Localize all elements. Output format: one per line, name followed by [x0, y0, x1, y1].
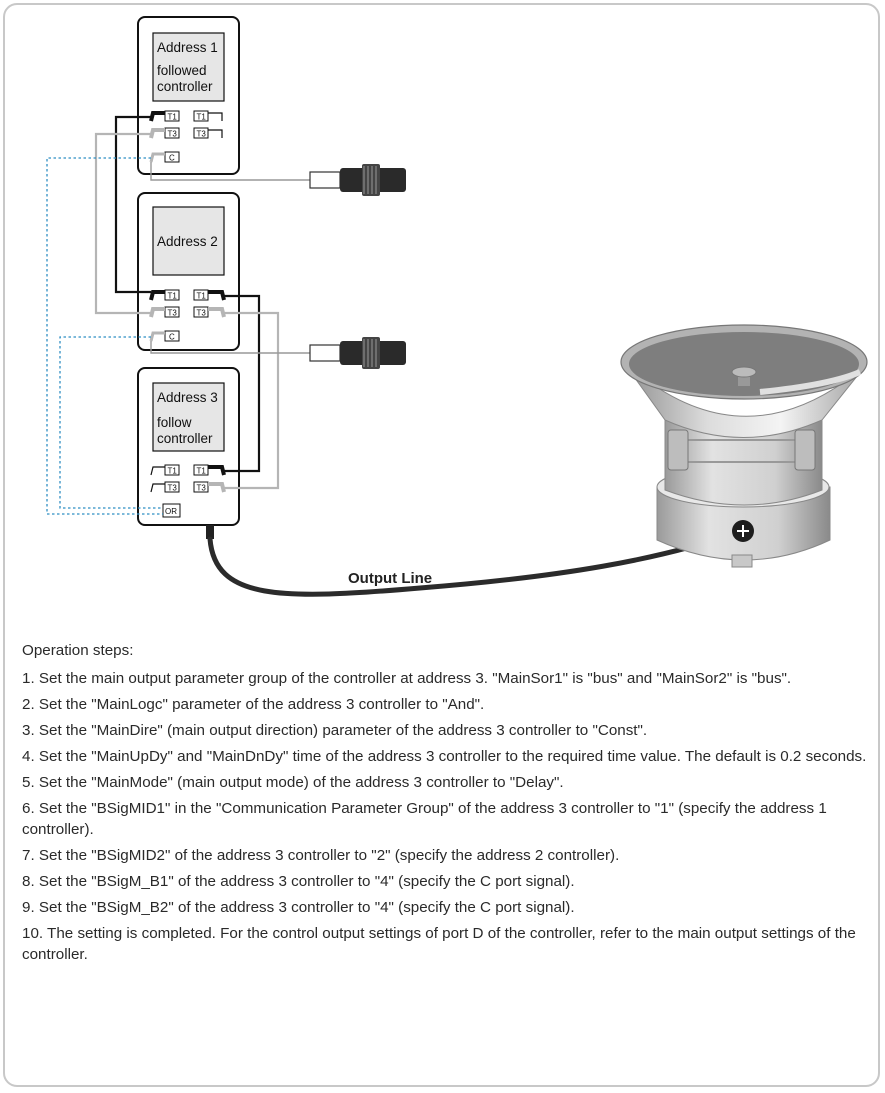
step-10: 10. The setting is completed. For the co… [22, 925, 856, 963]
step-1: 1. Set the main output parameter group o… [22, 670, 792, 687]
controller-1-port-t3-left: T3 [168, 130, 178, 139]
operation-steps-heading: Operation steps: [22, 642, 134, 659]
controller-3-port-t3-left: T3 [168, 484, 178, 493]
controller-3-line-3: controller [157, 431, 213, 446]
step-4: 4. Set the "MainUpDy" and "MainDnDy" tim… [22, 748, 867, 765]
controller-2-port-t1-left: T1 [168, 292, 178, 301]
controller-1-line-3: controller [157, 79, 213, 94]
controller-1-port-t1-right: T1 [197, 113, 207, 122]
controller-3-port-t3-right: T3 [197, 484, 207, 493]
controller-3-line-2: follow [157, 415, 192, 430]
step-7: 7. Set the "BSigMID2" of the address 3 c… [22, 847, 620, 864]
controller-2-title: Address 2 [157, 234, 218, 249]
controller-2-port-t1-right: T1 [197, 292, 207, 301]
page-frame [3, 3, 880, 1087]
sensor-1 [309, 164, 406, 196]
controller-3-port-or: OR [165, 507, 177, 516]
controller-3-port-t1-right: T1 [197, 467, 207, 476]
controller-address-1: Address 1 followed controller T1 T3 C T1… [137, 16, 240, 175]
controller-address-2: Address 2 T1 T3 C T1 T3 [137, 192, 240, 351]
controller-1-port-c: C [169, 154, 175, 163]
step-9: 9. Set the "BSigM_B2" of the address 3 c… [22, 899, 575, 916]
controller-1-port-t1-left: T1 [168, 113, 178, 122]
controller-1-port-t3-right: T3 [197, 130, 207, 139]
controller-3-port-t1-left: T1 [168, 467, 178, 476]
bus-wiring [46, 115, 310, 515]
step-5: 5. Set the "MainMode" (main output mode)… [22, 774, 564, 791]
controller-3-title: Address 3 [157, 390, 218, 405]
output-line-label: Output Line [348, 570, 432, 587]
step-6: 6. Set the "BSigMID1" in the "Communicat… [22, 800, 827, 838]
output-line-cable [207, 528, 745, 597]
controller-2-port-c: C [169, 333, 175, 342]
controller-2-port-t3-left: T3 [168, 309, 178, 318]
controller-address-3: Address 3 follow controller T1 T3 OR T1 … [137, 367, 240, 539]
step-2: 2. Set the "MainLogc" parameter of the a… [22, 696, 485, 713]
controller-1-line-2: followed [157, 63, 207, 78]
sensor-2 [309, 337, 406, 369]
controller-1-title: Address 1 [157, 40, 218, 55]
step-3: 3. Set the "MainDire" (main output direc… [22, 722, 648, 739]
step-8: 8. Set the "BSigM_B1" of the address 3 c… [22, 873, 575, 890]
vibratory-feeder-bowl [620, 324, 868, 568]
wiring-diagram: Address 1 followed controller T1 T3 C T1… [46, 16, 868, 597]
controller-2-port-t3-right: T3 [197, 309, 207, 318]
operation-steps: Operation steps: 1. Set the main output … [22, 640, 867, 970]
